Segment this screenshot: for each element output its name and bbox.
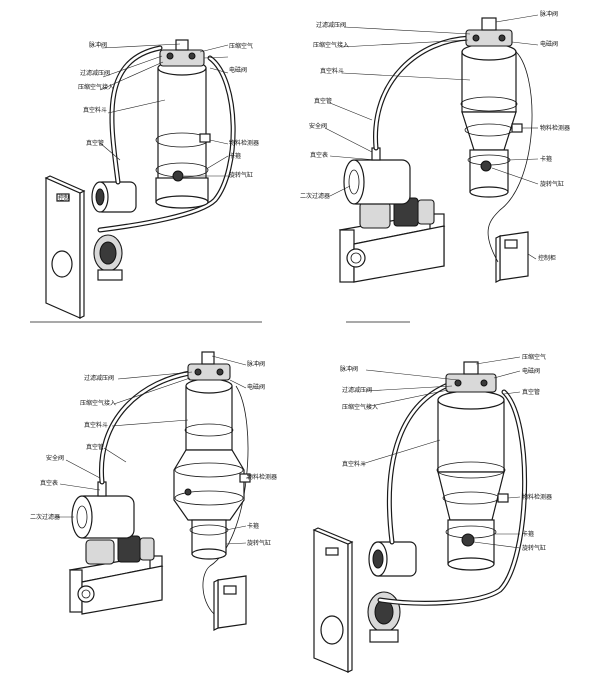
filter-head xyxy=(465,17,513,47)
label-br-6: 真空管 xyxy=(522,388,540,396)
control-panel xyxy=(312,527,354,673)
label-bl-11: 旋转气缸 xyxy=(247,539,271,547)
label-tr-7: 物料检测器 xyxy=(540,124,570,132)
filter-head xyxy=(187,351,231,381)
label-tr-6: 安全阀 xyxy=(309,122,327,130)
label-tl-0: 脉冲阀 xyxy=(89,41,107,49)
panel-top-left: 控制 xyxy=(44,39,259,319)
panel-top-right: 过滤减压阀 脉冲阀 压缩空气接入 电磁阀 真空料斗 真空管 安全阀 物料检测器 … xyxy=(300,10,570,283)
label-br-3: 电磁阀 xyxy=(522,367,540,375)
filter-canister xyxy=(91,181,137,213)
label-br-2: 过滤减压阀 xyxy=(342,386,372,394)
label-tr-12: 控制柜 xyxy=(538,254,556,262)
label-tl-2: 过滤减压阀 xyxy=(80,69,110,77)
label-tr-9: 卡箍 xyxy=(540,155,552,163)
control-panel: 控制 xyxy=(44,175,86,319)
control-box xyxy=(495,231,529,283)
label-br-7: 物料检测器 xyxy=(522,493,552,501)
label-tr-0: 过滤减压阀 xyxy=(316,21,346,29)
label-bl-7: 真空表 xyxy=(40,479,58,487)
hopper xyxy=(173,378,251,560)
label-bl-3: 电磁阀 xyxy=(247,383,265,391)
label-tr-3: 电磁阀 xyxy=(540,40,558,48)
pump-skid xyxy=(68,555,164,615)
label-tr-1: 脉冲阀 xyxy=(540,10,558,18)
label-br-8: 卡箍 xyxy=(522,530,534,538)
label-bl-9: 二次过滤器 xyxy=(30,513,60,521)
label-bl-5: 真空管 xyxy=(86,443,104,451)
label-tr-2: 压缩空气接入 xyxy=(313,41,349,49)
control-box xyxy=(213,575,247,631)
label-tr-11: 二次过滤器 xyxy=(300,192,330,200)
vacuum-pump xyxy=(359,197,435,229)
label-tl-6: 真空管 xyxy=(86,139,104,147)
label-tr-4: 真空料斗 xyxy=(320,67,344,75)
label-bl-4: 真空料斗 xyxy=(84,421,108,429)
filter-head xyxy=(159,39,205,67)
hopper xyxy=(436,390,509,571)
label-bl-8: 物料检测器 xyxy=(247,473,277,481)
label-tr-8: 真空表 xyxy=(310,151,328,159)
blower xyxy=(93,234,123,281)
label-br-9: 旋转气缸 xyxy=(522,544,546,552)
pump-skid xyxy=(338,213,446,283)
label-br-0: 脉冲阀 xyxy=(340,365,358,373)
label-bl-0: 过滤减压阀 xyxy=(84,374,114,382)
label-bl-6: 安全阀 xyxy=(46,454,64,462)
secondary-filter xyxy=(343,147,411,205)
label-bl-2: 压缩空气接入 xyxy=(80,399,116,407)
label-tl-3: 电磁阀 xyxy=(229,66,247,74)
control-box-text: 控制 xyxy=(58,194,70,202)
filter-canister xyxy=(368,541,417,577)
label-bl-10: 卡箍 xyxy=(247,522,259,530)
label-tl-4: 压缩空气接入 xyxy=(78,83,114,91)
hopper xyxy=(460,43,523,198)
label-tl-9: 旋转气缸 xyxy=(229,171,253,179)
vacuum-pump xyxy=(85,535,155,565)
label-tr-5: 真空管 xyxy=(314,97,332,105)
label-bl-1: 脉冲阀 xyxy=(247,360,265,368)
secondary-filter xyxy=(71,481,135,539)
label-tl-7: 物料检测器 xyxy=(229,139,259,147)
label-tr-10: 旋转气缸 xyxy=(540,180,564,188)
label-tl-1: 压缩空气 xyxy=(229,42,253,50)
label-br-1: 压缩空气 xyxy=(522,353,546,361)
filter-head xyxy=(445,361,497,393)
label-br-5: 真空料斗 xyxy=(342,460,366,468)
hopper xyxy=(155,60,211,209)
label-br-4: 压缩空气接入 xyxy=(342,403,378,411)
panel-bottom-right: 脉冲阀 压缩空气 过滤减压阀 电磁阀 压缩空气接入 真空料斗 真空管 物料检测器… xyxy=(312,353,552,673)
label-tl-5: 真空料斗 xyxy=(83,106,107,114)
panel-bottom-left: 过滤减压阀 脉冲阀 压缩空气接入 电磁阀 真空料斗 真空管 安全阀 真空表 物料… xyxy=(30,351,277,631)
label-tl-8: 卡箍 xyxy=(229,152,241,160)
